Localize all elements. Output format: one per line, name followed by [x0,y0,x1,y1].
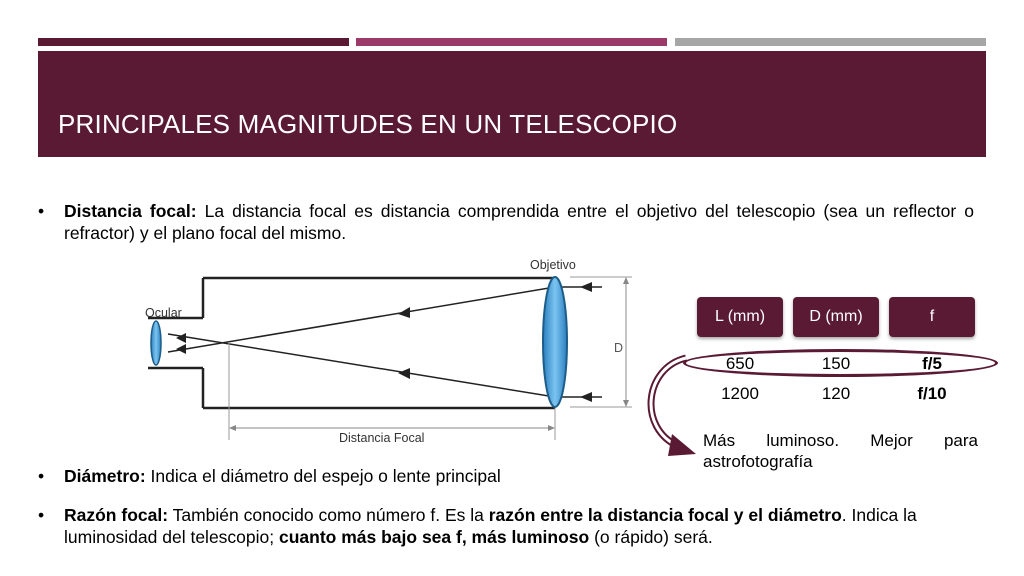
bullet-text: Indica el diámetro del espejo o lente pr… [145,466,501,486]
bullet-term: Distancia focal: [64,201,197,221]
header-f: f [889,297,975,337]
row1-f: f/5 [922,354,942,373]
curved-arrow-icon [647,354,696,456]
slide-header: PRINCIPALES MAGNITUDES EN UN TELESCOPIO [38,51,986,157]
ray-arrow-top [580,282,592,292]
bullet-body: Razón focal: También conocido como númer… [64,504,974,548]
top-bar-primary [38,38,349,46]
top-bar-gray [675,38,986,46]
bullet-body: Distancia focal: La distancia focal es d… [64,200,974,244]
ocular-label: Ocular [145,306,182,320]
bullet-marker: • [38,201,45,221]
highlight-oval [683,349,998,377]
bullet-bold-2: cuanto más bajo sea f, más luminoso [279,527,590,547]
telescope-tube [148,276,555,410]
bullet-marker: • [38,505,45,525]
slide-title: PRINCIPALES MAGNITUDES EN UN TELESCOPIO [58,109,678,139]
light-ray-top [167,286,602,353]
bullet-term: Diámetro: [64,466,146,486]
row1-d: 150 [821,354,851,373]
bullet-text-2: . Indica la luminosidad del telescopio; [64,505,917,547]
row2-f: f/10 [917,384,947,403]
bullet-bold-1: razón entre la distancia focal y el diám… [488,505,842,525]
objetivo-label: Objetivo [530,258,576,272]
luminosity-note: Más luminoso. Mejor para astrofotografía [703,431,978,471]
bullet-term: Razón focal: [64,505,169,525]
header-l-mm: L (mm) [697,297,783,337]
light-ray-bottom [167,333,602,398]
objective-lens [542,276,568,408]
bullet-marker: • [38,466,45,486]
distancia-focal-label: Distancia Focal [339,431,424,445]
top-bar-secondary [356,38,667,46]
row1-l: 650 [725,354,755,373]
bullet-text: La distancia focal es distancia comprend… [64,201,974,243]
d-label: D [614,341,623,355]
eyepiece-lens [150,320,162,366]
bullet-body: Diámetro: Indica el diámetro del espejo … [64,465,501,487]
bullet-text-3: (o rápido) será. [589,527,713,547]
header-d-mm: D (mm) [793,297,879,337]
telescope-diagram: Objetivo Ocular D Distancia Focal [145,258,632,445]
ray-arrow-ocular-top [176,333,186,343]
ray-arrow-ocular-bottom [176,344,186,354]
row2-d: 120 [821,384,851,403]
row2-l: 1200 [721,384,759,403]
ray-arrow-inner-top [398,307,410,318]
ray-arrow-bottom [580,392,592,402]
bullet-text-1: También conocido como número f. Es la [168,505,489,525]
ray-arrow-inner-bottom [398,368,410,379]
